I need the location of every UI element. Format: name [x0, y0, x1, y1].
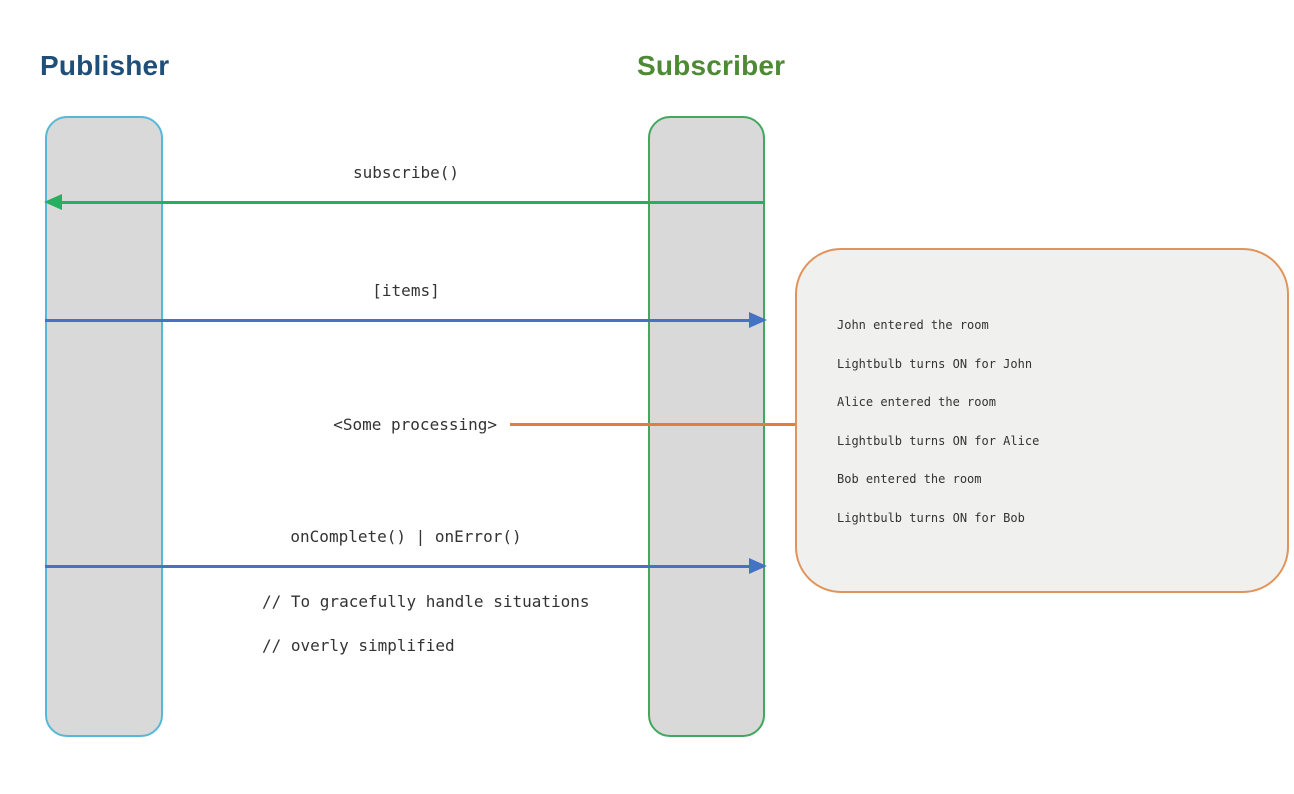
processing-connector-line [510, 423, 796, 426]
subscribe-arrowhead-left-icon [44, 194, 62, 210]
items-arrow-line [45, 319, 751, 322]
processing-message-label: <Some processing> [333, 415, 497, 434]
items-message-label: [items] [372, 281, 440, 300]
items-arrowhead-right-icon [749, 312, 767, 328]
note-line: Alice entered the room [837, 395, 996, 409]
oncomplete-arrowhead-right-icon [749, 558, 767, 574]
oncomplete-arrow-line [45, 565, 751, 568]
note-line: Lightbulb turns ON for John [837, 356, 1033, 371]
processing-note-box: John entered the room Lightbulb turns ON… [795, 248, 1289, 593]
note-line: Lightbulb turns ON for Alice [837, 433, 1040, 448]
subscriber-lifeline [648, 116, 765, 737]
subscribe-message-label: subscribe() [353, 163, 459, 182]
comment-overly-simplified: // overly simplified [262, 636, 455, 655]
publisher-lifeline [45, 116, 163, 737]
subscribe-arrow-line [58, 201, 765, 204]
subscriber-title: Subscriber [637, 50, 786, 81]
publisher-title: Publisher [40, 50, 170, 81]
oncomplete-message-label: onComplete() | onError() [290, 527, 522, 546]
note-line: Lightbulb turns ON for Bob [837, 510, 1025, 525]
comment-handle-situations: // To gracefully handle situations [262, 592, 590, 611]
note-line: John entered the room [837, 318, 989, 332]
note-line: Bob entered the room [837, 472, 982, 486]
